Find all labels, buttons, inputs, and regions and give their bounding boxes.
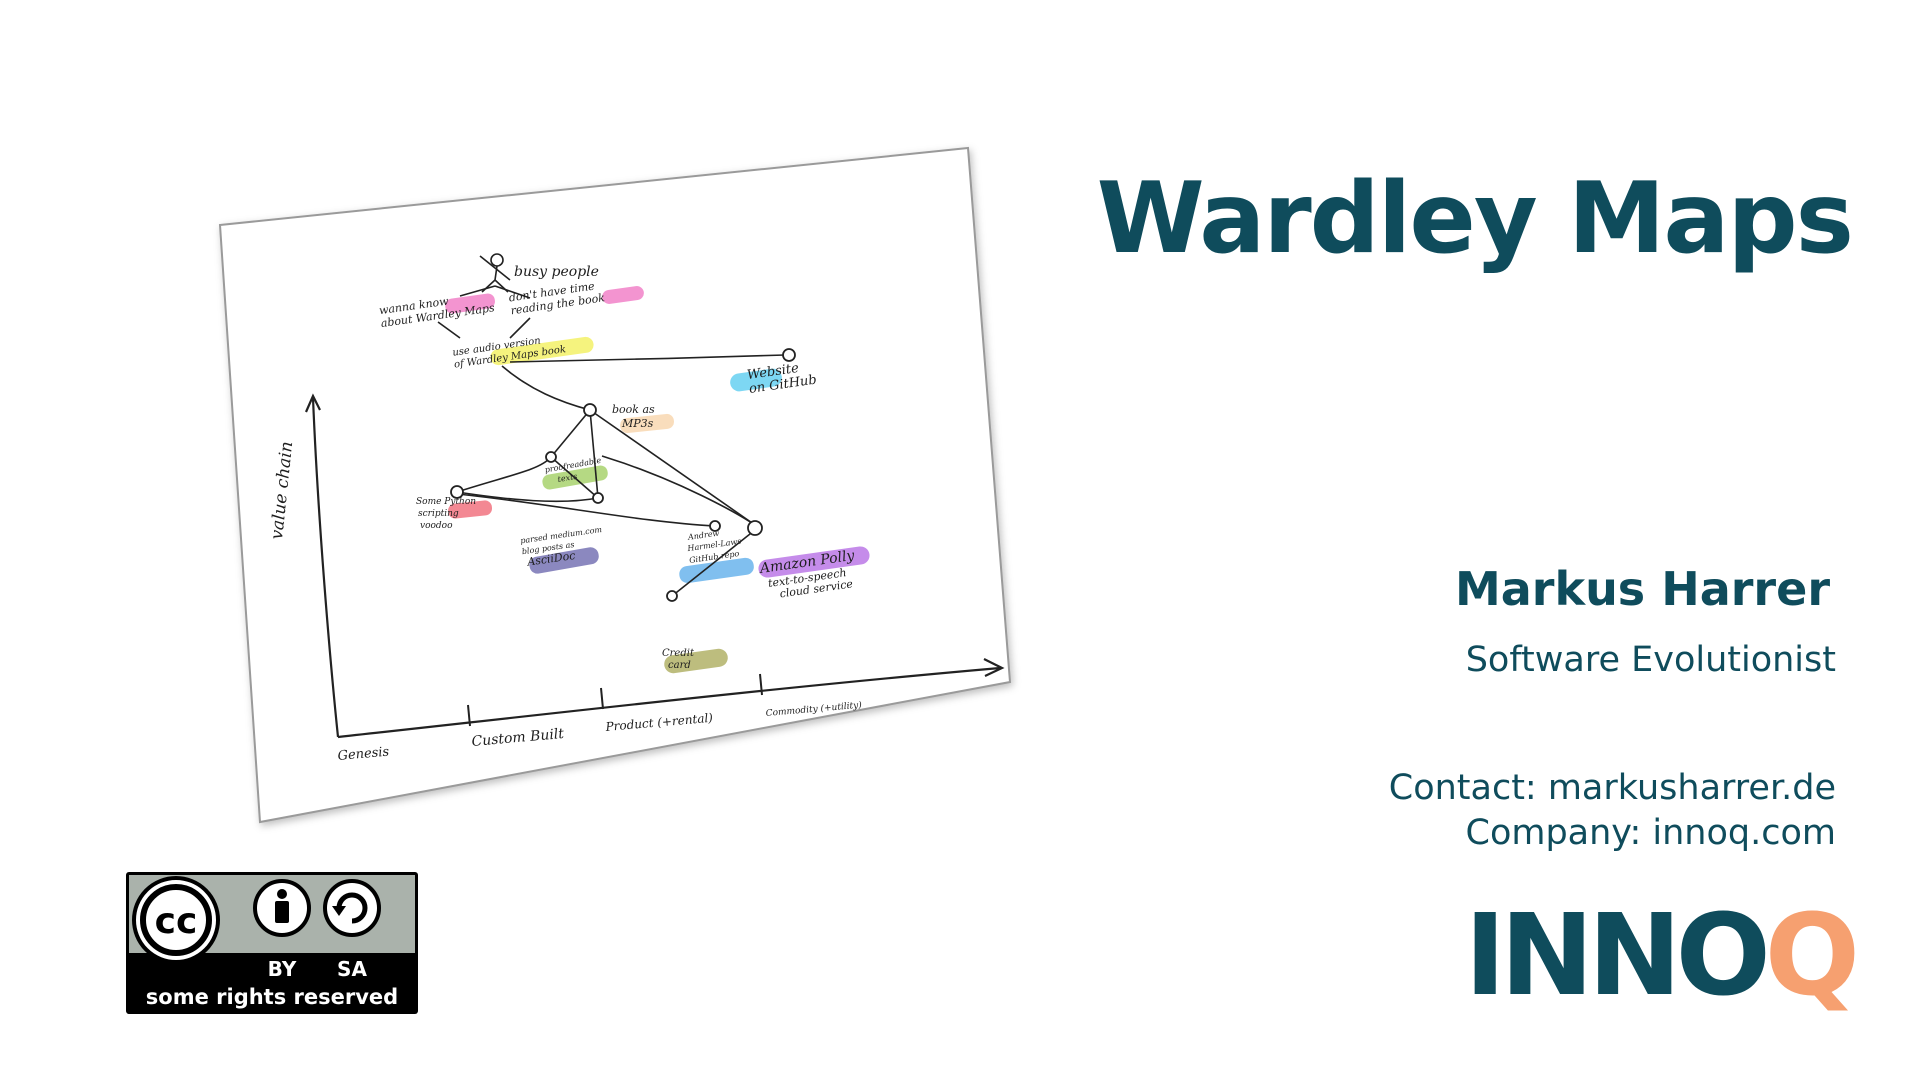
cc-license-badge: cc BY SA some rights reserved (126, 872, 418, 1014)
cc-caption: some rights reserved (146, 985, 398, 1009)
cc-icon: cc (134, 878, 218, 962)
speaker-name: Markus Harrer (1455, 562, 1830, 616)
contact-website: Contact: markusharrer.de (1389, 766, 1836, 811)
svg-text:MP3s: MP3s (621, 417, 654, 430)
contact-block: Contact: markusharrer.de Company: innoq.… (1389, 766, 1836, 856)
share-alike-icon (325, 881, 379, 935)
cc-by-label: BY (268, 957, 297, 981)
svg-text:Some Python: Some Python (416, 497, 476, 507)
cc-sa-label: SA (337, 957, 367, 981)
innoq-logo: INNOQ (1464, 900, 1854, 1012)
wardley-map-sketch: busy people wanna know about Wardley Map… (210, 140, 1020, 830)
attribution-icon (255, 881, 309, 935)
slide-title: Wardley Maps (1097, 162, 1852, 276)
svg-text:scripting: scripting (418, 509, 459, 519)
svg-text:voodoo: voodoo (420, 521, 453, 531)
speaker-role: Software Evolutionist (1466, 640, 1836, 680)
svg-text:book as: book as (612, 403, 655, 416)
logo-text-accent: Q (1765, 891, 1854, 1021)
sketch-user-label: busy people (514, 264, 599, 280)
cc-text: cc (155, 901, 198, 942)
company-website: Company: innoq.com (1389, 811, 1836, 856)
svg-text:Credit: Credit (662, 648, 695, 659)
logo-text-main: INNO (1464, 891, 1764, 1021)
svg-text:card: card (668, 660, 691, 671)
